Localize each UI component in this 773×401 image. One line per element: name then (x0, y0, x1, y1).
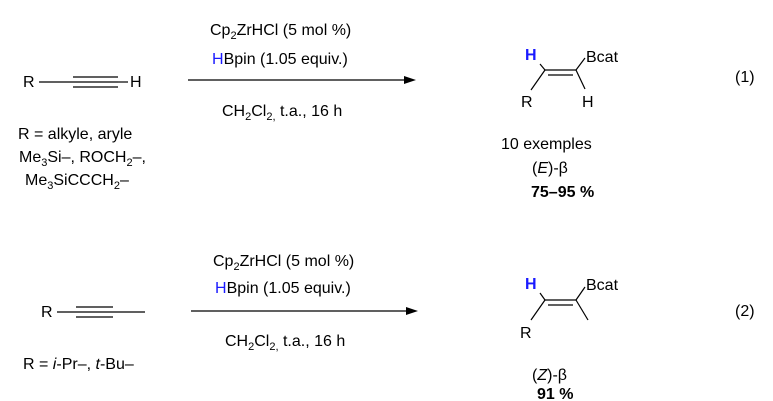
yield-label: 75–95 % (531, 184, 594, 201)
results-1: 10 exemples (E)-β 75–95 % (501, 136, 594, 201)
conditions-label: CH2Cl2, t.a., 16 h (225, 333, 345, 353)
yield-label: 91 % (537, 386, 573, 401)
catalyst-label: Cp2ZrHCl (5 mol %) (210, 22, 351, 42)
bond-c1-to-r (530, 299, 546, 321)
substituent-line: R = i-Pr–, t-Bu– (23, 356, 134, 373)
substrate-h-label: H (130, 74, 142, 91)
conditions-label: CH2Cl2, t.a., 16 h (222, 103, 342, 123)
results-2: (Z)-β 91 % (532, 367, 573, 401)
reaction-1: R H R = alkyle, aryle Me3Si–, ROCH2–, Me… (18, 22, 755, 201)
substituent-line-1: R = alkyle, aryle (18, 126, 132, 143)
substituents-1: R = alkyle, aryle Me3Si–, ROCH2–, Me3SiC… (18, 126, 146, 192)
substrate-r-label: R (23, 74, 35, 91)
bond-c2-to-h (575, 69, 586, 90)
borane-label: HBpin (1.05 equiv.) (212, 51, 348, 68)
substrate-r-label: R (41, 304, 53, 321)
bond-c2-to-bcat (575, 286, 586, 301)
product-z-alkene: H Bcat R (520, 276, 619, 342)
catalyst-label: Cp2ZrHCl (5 mol %) (213, 253, 354, 273)
borane-h-highlight: H (212, 51, 224, 68)
product-h-top-highlight: H (525, 47, 537, 64)
product-h-bottom-label: H (582, 94, 594, 111)
product-e-alkene: H Bcat R H (521, 47, 619, 111)
borane-h-highlight: H (215, 280, 227, 297)
equation-number-2: (2) (735, 303, 755, 320)
reaction-2: R R = i-Pr–, t-Bu– Cp2ZrHCl (5 mol %) HB… (23, 253, 755, 401)
terminal-alkyne: R H (23, 74, 142, 91)
bond-c1-to-r (530, 69, 546, 91)
product-bcat-label: Bcat (586, 49, 619, 66)
bond-c2-to-bcat (575, 57, 586, 71)
equation-number-1: (1) (735, 69, 755, 86)
examples-count: 10 exemples (501, 136, 592, 153)
stereochemistry-label: (Z)-β (532, 367, 567, 384)
bond-h-to-c1 (539, 63, 546, 71)
product-h-top-highlight: H (525, 276, 537, 293)
reaction-arrow-head (404, 76, 416, 84)
borane-label: HBpin (1.05 equiv.) (215, 280, 351, 297)
reaction-arrow-head (406, 307, 418, 315)
substituent-line-2: Me3Si–, ROCH2–, (19, 149, 146, 169)
bond-c2-to-methyl (575, 299, 589, 321)
stereochemistry-label: (E)-β (532, 160, 568, 177)
internal-alkyne: R (41, 304, 145, 321)
product-r-label: R (520, 325, 532, 342)
reagents-2: Cp2ZrHCl (5 mol %) HBpin (1.05 equiv.) C… (191, 253, 418, 353)
substituent-line-3: Me3SiCCCH2– (25, 172, 129, 192)
product-bcat-label: Bcat (586, 277, 619, 294)
reagents-1: Cp2ZrHCl (5 mol %) HBpin (1.05 equiv.) C… (188, 22, 416, 123)
bond-h-to-c1 (539, 292, 546, 301)
product-r-label: R (521, 94, 533, 111)
